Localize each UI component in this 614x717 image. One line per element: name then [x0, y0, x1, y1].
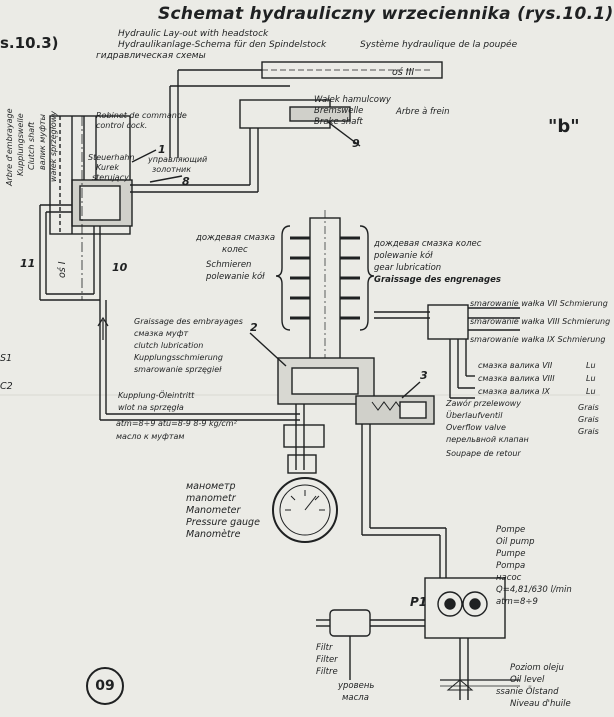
- control-cock-housing: [49, 115, 131, 235]
- brake-shaft-en: Brake shaft: [314, 117, 363, 127]
- part-number-11: 11: [20, 257, 36, 270]
- oil-level-ru-1: уровень: [338, 681, 375, 691]
- gear-lube-right-1: дождевая смазка колес: [374, 239, 482, 249]
- clutch-lube-en: clutch lubrication: [134, 341, 204, 350]
- shaft-lube-ru-viii: смазка валика VIII: [478, 374, 555, 383]
- shaft-lube-viii: smarowanie wałka VIII Schmierung: [470, 317, 611, 326]
- pump-fr: Pompe: [496, 525, 526, 535]
- os-i-label: oś I: [57, 261, 68, 278]
- oil-level-de: ssanie Ölstand: [496, 687, 559, 697]
- gauge-fr: Manomètre: [186, 529, 241, 540]
- gauge-en: Pressure gauge: [186, 517, 260, 528]
- gear-lube-right-2: polewanie kół: [374, 251, 433, 261]
- cut-label-2: Lu: [586, 374, 596, 383]
- shaft-lube-ru-vii: смазка валика VII: [478, 361, 553, 370]
- oil-level-pl: Poziom oleju: [510, 663, 564, 673]
- clutch-shaft-pl: wałek sprzęgłowy: [49, 110, 58, 182]
- diagram-title: Schemat hydrauliczny wrzeciennika (rys.1…: [158, 4, 614, 24]
- pump-de: Pumpe: [496, 549, 526, 559]
- part-number-1: 1: [158, 143, 166, 156]
- overflow-valve-de: Überlaufventil: [446, 411, 503, 420]
- gauge-ru: манометр: [186, 481, 236, 492]
- clutch-shaft-en: Clutch shaft: [27, 121, 36, 170]
- control-cock-fr: Robinet de commande: [96, 111, 187, 120]
- clutch-shaft-ru: валик муфты: [38, 114, 47, 170]
- edge-label-c2: C2: [0, 381, 13, 392]
- part-number-3: 3: [420, 369, 428, 382]
- pressure-gauge-dial: [272, 477, 338, 543]
- control-cock-ru-2: золотник: [152, 165, 192, 174]
- oil-level-ru-2: масла: [342, 693, 369, 703]
- clutch-oil-ru: масло к муфтам: [116, 432, 185, 441]
- shaft-lube-ru-ix: смазка валика IX: [478, 387, 550, 396]
- control-cock-ru-1: управляющий: [148, 155, 208, 164]
- reference-left: s.10.3): [0, 34, 59, 52]
- filter-fr: Filtre: [316, 667, 338, 677]
- diagram-page: Schemat hydrauliczny wrzeciennika (rys.1…: [0, 6, 613, 709]
- shaft-lube-ix: smarowanie wałka IX Schmierung: [470, 335, 606, 344]
- lube-manifold: [427, 304, 469, 340]
- filter-pl: Filtr: [316, 643, 333, 653]
- overflow-valve-ru: перельвной клапан: [446, 435, 529, 444]
- clutch-shaft-de: Kupplungswelle: [16, 113, 25, 176]
- pump-pl: Pompa: [496, 561, 526, 571]
- gauge-fitting: [283, 424, 325, 448]
- shaft-lube-vii: smarowanie wałka VII Schmierung: [470, 299, 608, 308]
- cut-label-6: Grais: [578, 427, 599, 436]
- gauge-de: Manometer: [186, 505, 241, 516]
- clutch-lube-fr: Graissage des embrayages: [134, 317, 243, 326]
- oil-level-fr: Niveau d'huile: [510, 699, 571, 709]
- oil-inlet-de: Kupplung-Öleintritt: [118, 391, 195, 400]
- gear-lube-left-4: polewanie kół: [206, 272, 265, 282]
- clutch-lube-de: Kupplungsschmierung: [134, 353, 223, 362]
- subtitle-en: Hydraulic Lay-out with headstock: [118, 29, 269, 39]
- cut-label-5: Grais: [578, 415, 599, 424]
- filter-en: Filter: [316, 655, 338, 665]
- gauge-pl: manometr: [186, 493, 236, 504]
- pump-pressure: atm=8÷9: [496, 597, 538, 607]
- oil-pump: [424, 577, 506, 639]
- control-cock-en: control cock.: [96, 121, 148, 130]
- part-number-2: 2: [250, 321, 258, 334]
- oil-level-en: Oil level: [510, 675, 545, 685]
- gear-lube-left-3: Schmieren: [206, 260, 252, 270]
- control-cock-pl-2: sterujący: [92, 173, 129, 182]
- part-number-8: 8: [182, 175, 190, 188]
- subtitle-fr: Système hydraulique de la poupée: [360, 40, 518, 50]
- os-iii-label: oś III: [392, 67, 415, 78]
- pump-ru: насос: [496, 573, 522, 583]
- overflow-valve-en: Overflow valve: [446, 423, 506, 432]
- gear-lube-left-1: дождевая смазка: [196, 233, 276, 243]
- pressure-line: atm=8÷9 atü=8-9 8-9 kg/cm²: [116, 419, 237, 428]
- cut-label-4: Grais: [578, 403, 599, 412]
- subtitle-de: Hydraulikanlage-Schema für den Spindelst…: [118, 40, 327, 50]
- overflow-valve-pl: Zawór przelewowy: [446, 399, 521, 408]
- brake-shaft-pl: Wałek hamulcowy: [314, 95, 391, 105]
- subtitle-ru: гидравлическая схемы: [96, 51, 206, 61]
- corner-label: "b": [548, 116, 580, 137]
- gear-lube-right-4: Graissage des engrenages: [374, 275, 501, 285]
- oil-inlet-pl: wlot na sprzęgła: [118, 403, 184, 412]
- control-cock-pl-1: Kurek: [96, 163, 119, 172]
- pump-flow: Q=4,81/630 l/min: [496, 585, 572, 595]
- clutch-lube-ru: смазка муфт: [134, 329, 189, 338]
- overflow-valve-fr: Soupape de retour: [446, 449, 521, 458]
- cut-label-1: Lu: [586, 361, 596, 370]
- part-number-9: 9: [352, 137, 360, 150]
- brake-shaft-de: Bremswelle: [314, 106, 364, 116]
- pump-id: P1: [410, 595, 428, 609]
- brake-shaft-fr: Arbre à frein: [396, 107, 450, 117]
- control-cock-de: Steuerhahn: [88, 153, 135, 162]
- oil-filter: [329, 609, 371, 637]
- pump-en: Oil pump: [496, 537, 535, 547]
- part-number-10: 10: [112, 261, 128, 274]
- clutch-lube-pl: smarowanie sprzęgieł: [134, 365, 222, 374]
- edge-label-s1: S1: [0, 353, 13, 364]
- clutch-shaft-fr: Arbre d'embrayage: [5, 108, 14, 187]
- page-number: 09: [86, 667, 124, 705]
- gear-lube-left-2: колес: [222, 245, 248, 255]
- gear-lube-right-3: gear lubrication: [374, 263, 442, 273]
- cut-label-3: Lu: [586, 387, 596, 396]
- hydraulic-schematic: [0, 61, 600, 700]
